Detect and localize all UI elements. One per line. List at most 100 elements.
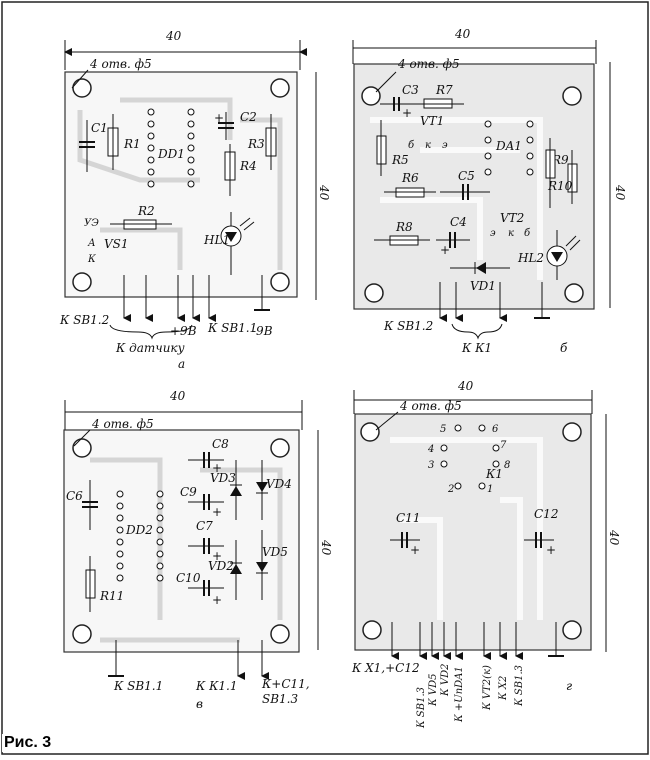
comp-a-0: C1 — [91, 121, 108, 135]
comp-c-3: VD4 — [266, 477, 292, 491]
vt2-pin-0: э — [490, 228, 496, 239]
board-c: 40 40 4 отв. ф5 С6 C8 + VD3 VD4 C9 + DD2 — [63, 389, 333, 711]
comp-a-1: R1 — [123, 137, 141, 151]
conn-d-5: К VT2(к) — [482, 665, 493, 711]
figure-caption: Рис. 3 — [2, 734, 54, 752]
letter-d: г — [566, 679, 572, 693]
comp-c-2: VD3 — [210, 471, 236, 485]
pol-c-0: + — [212, 461, 222, 475]
pol-d-1: + — [546, 543, 556, 557]
board-d: 40 40 4 отв. ф5 К1 1 2 3 4 5 6 7 8 C11 +… — [351, 379, 621, 729]
pin-a-2: К — [87, 254, 96, 265]
comp-c-6: C7 — [196, 519, 213, 533]
comp-d-0: C11 — [396, 511, 420, 525]
relay-pin-7: 8 — [504, 460, 510, 471]
vt1-pin-0: б — [408, 140, 415, 151]
board-a-dim-side: 40 — [317, 184, 331, 201]
comp-b-0: C3 — [402, 83, 419, 97]
board-c-holes-note: 4 отв. ф5 — [91, 417, 154, 431]
letter-b: б — [560, 341, 568, 355]
conn-a-3: -9В — [252, 324, 273, 338]
comp-a-5: R4 — [239, 159, 257, 173]
comp-b-4: DA1 — [495, 139, 522, 153]
group-b: К К1 — [461, 341, 492, 355]
comp-b-12: HL2 — [517, 251, 544, 265]
relay-pin-5: 6 — [492, 424, 499, 435]
comp-c-8: C10 — [176, 571, 201, 585]
board-b-dim-top: 40 — [454, 27, 471, 41]
comp-b-1: R7 — [435, 83, 453, 97]
board-a: 40 40 4 отв. ф5 C1 R1 DD1 + C2 R3 — [59, 29, 331, 371]
comp-b-7: R9 — [551, 153, 569, 167]
comp-c-7: VD5 — [262, 545, 288, 559]
conn-d-1: К SB1.3 — [416, 687, 427, 729]
comp-a-2: DD1 — [157, 147, 185, 161]
letter-a: а — [178, 357, 185, 371]
conn-c-2: К+C11, — [261, 677, 310, 691]
conn-d-3: К VD2 — [440, 663, 451, 697]
pol-c-2: + — [212, 549, 222, 563]
comp-c-0: С6 — [66, 489, 83, 503]
conn-a-0: К SB1.2 — [59, 313, 109, 327]
comp-c-5: DD2 — [125, 523, 153, 537]
comp-b-9: R8 — [395, 220, 413, 234]
comp-c-10: R11 — [99, 589, 124, 603]
pol-c-3: + — [212, 593, 222, 607]
pol-b-1: + — [440, 243, 450, 257]
board-a-dim-top: 40 — [165, 29, 182, 43]
pin-a-1: А — [87, 238, 96, 249]
vt2-pin-1: к — [508, 228, 514, 239]
comp-b-3: R5 — [391, 153, 409, 167]
comp-b-6: C5 — [458, 169, 475, 183]
comp-a-3: C2 — [240, 110, 257, 124]
board-c-dim-top: 40 — [169, 389, 186, 403]
group-a: К датчику — [115, 341, 185, 355]
board-d-dim-top: 40 — [457, 379, 474, 393]
relay-label: К1 — [485, 467, 503, 481]
comp-a-6: R2 — [137, 204, 155, 218]
vt1-pin-2: э — [442, 140, 448, 151]
comp-c-9: VD2 — [208, 559, 234, 573]
relay-pin-1: 2 — [447, 484, 454, 495]
comp-d-1: C12 — [534, 507, 558, 521]
polarity-a: + — [214, 111, 224, 125]
board-d-dim-side: 40 — [607, 529, 621, 546]
conn-d-6: К X2 — [498, 676, 509, 701]
pin-a-0: УЭ — [84, 218, 99, 229]
relay-pin-0: 1 — [487, 484, 493, 495]
conn-d-7: К SB1.3 — [514, 665, 525, 707]
conn-b-0: К SB1.2 — [383, 319, 433, 333]
conn-a-2: К SB1.1 — [207, 321, 257, 335]
relay-pin-2: 3 — [428, 460, 434, 471]
comp-b-10: C4 — [450, 215, 467, 229]
conn-c-3: SB1.3 — [262, 692, 298, 706]
board-c-dim-side: 40 — [319, 539, 333, 556]
board-a-holes-note: 4 отв. ф5 — [89, 57, 152, 71]
conn-d-2: К VD5 — [428, 673, 439, 707]
pol-b-0: + — [402, 106, 412, 120]
board-d-holes-note: 4 отв. ф5 — [399, 399, 462, 413]
board-b: 40 40 4 отв. ф5 C3 + R7 VT1 б к э R5 DA1… — [352, 27, 627, 355]
conn-d-0: К X1,+C12 — [351, 661, 420, 675]
comp-b-5: R6 — [401, 171, 419, 185]
relay-pin-6: 7 — [500, 440, 507, 451]
board-b-dim-side: 40 — [613, 184, 627, 201]
conn-d-4: К +UпDA1 — [454, 666, 465, 723]
comp-a-7: VS1 — [104, 237, 129, 251]
comp-a-4: R3 — [247, 137, 265, 151]
letter-c: в — [196, 697, 203, 711]
comp-b-8: R10 — [547, 179, 573, 193]
comp-c-4: C9 — [180, 485, 197, 499]
relay-pin-4: 5 — [440, 424, 446, 435]
conn-c-1: К К1.1 — [195, 679, 237, 693]
comp-b-2: VT1 — [420, 114, 444, 128]
comp-a-8: HL1 — [203, 233, 230, 247]
vt1-pin-1: к — [425, 140, 431, 151]
comp-c-1: C8 — [212, 437, 229, 451]
relay-pin-3: 4 — [427, 444, 434, 455]
vt2-pin-2: б — [524, 228, 531, 239]
comp-b-11: VT2 — [500, 211, 524, 225]
comp-b-13: VD1 — [470, 279, 496, 293]
